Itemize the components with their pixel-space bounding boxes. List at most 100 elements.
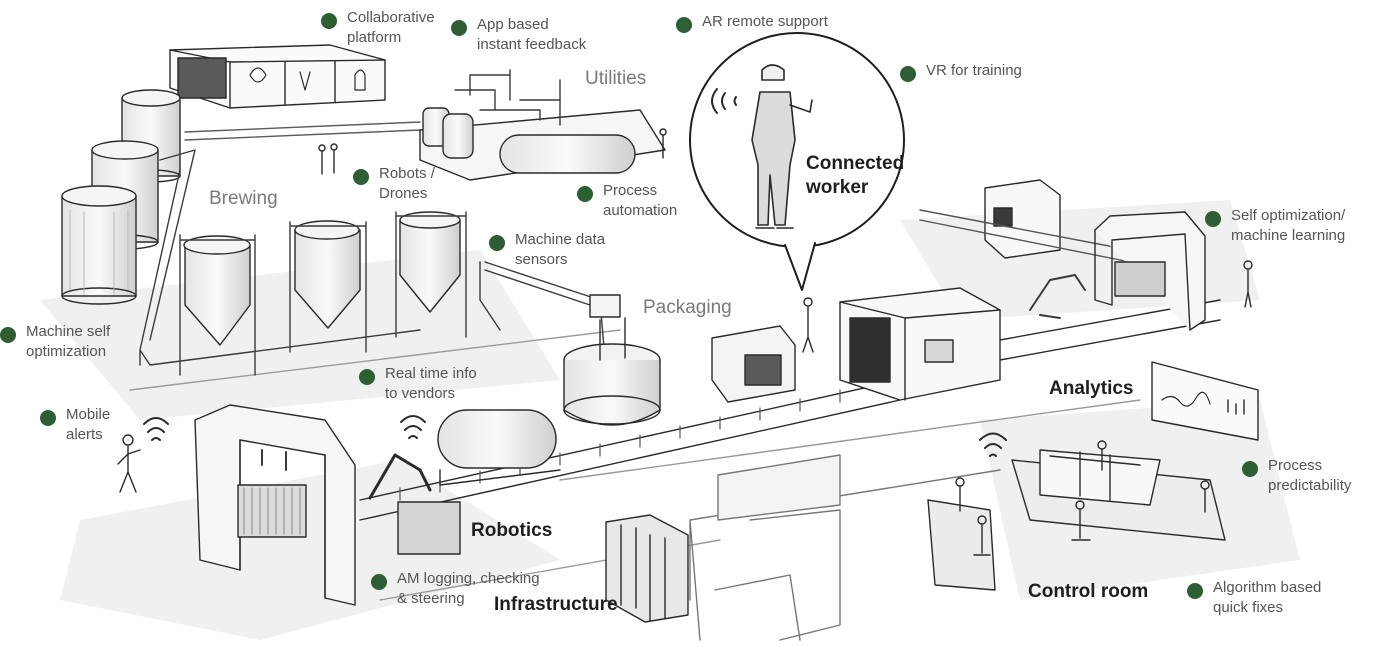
bullet-dot [1187,583,1203,599]
callout-text: Real time info to vendors [385,364,477,404]
bullet-dot [321,13,337,29]
analytics-screen [1151,361,1259,441]
wifi-icons [143,88,1007,457]
callout-machine-self-optimization: Machine self optimization [0,322,110,362]
callout-line: sensors [515,251,568,268]
callout-line: to vendors [385,385,456,402]
callout-process-predictability: Process predictability [1242,456,1351,496]
callout-line: Collaborative [347,9,435,26]
labeler-machine [711,325,796,403]
callout-line: machine learning [1231,227,1346,244]
worker-bubble [689,32,905,291]
bullet-dot [0,327,16,343]
bullet-dot [40,410,56,426]
area-label-utilities: Utilities [585,68,647,89]
callout-line: Process [603,182,658,199]
callout-line: Self optimization/ [1231,207,1346,224]
qr-machine [984,179,1061,259]
bullet-dot [900,66,916,82]
bullet-dot [1242,461,1258,477]
server-cabinets [605,514,689,623]
brew-pipe-frame [139,149,421,366]
upper-robot-arm [1029,274,1086,319]
area-label-robotics: Robotics [471,520,553,541]
bullet-dot [371,574,387,590]
callout-text: AM logging, checking & steering [397,569,540,609]
bullet-dot [1205,211,1221,227]
callout-text: VR for training [926,61,1022,81]
callout-text: Mobile alerts [66,405,110,445]
callout-line: Real time info [385,365,477,382]
callout-line: Machine data [515,231,606,248]
tunnel-machine [839,287,1001,401]
callout-line: quick fixes [1213,599,1284,616]
callout-line: instant feedback [477,36,587,53]
operator-desk [927,499,996,591]
callout-text: Process automation [603,181,677,221]
callout-line: automation [603,202,678,219]
fermentation-tanks [179,211,467,376]
callout-app-feedback: App based instant feedback [451,15,586,55]
callout-line: AR remote support [702,13,828,30]
area-label-connected-worker: Connected worker [806,152,904,200]
area-label-control-room: Control room [1028,581,1149,602]
utilities-plant [419,69,666,181]
area-label-analytics: Analytics [1049,378,1134,399]
mobile-worker [117,434,141,493]
callout-line: platform [347,29,402,46]
callout-line: predictability [1268,477,1352,494]
supply-pipe [184,121,421,141]
callout-process-automation: Process automation [577,181,677,221]
callout-line: VR for training [926,62,1022,79]
callout-line: optimization [26,343,107,360]
callout-line: Algorithm based [1213,579,1322,596]
callout-line: Robots / [379,165,435,182]
callout-text: Process predictability [1268,456,1351,496]
bullet-dot [676,17,692,33]
callout-line: alerts [66,426,103,443]
area-label-connected-worker-line-2: worker [806,177,869,198]
bullet-dot [353,169,369,185]
callout-robots-drones: Robots / Drones [353,164,435,204]
upper-arch-machine [1094,211,1206,331]
callout-line: Mobile [66,406,111,423]
callout-line: AM logging, checking [397,570,540,587]
callout-line: App based [477,16,549,33]
bullet-dot [359,369,375,385]
storage-tanks [61,89,181,305]
container-block [169,44,386,109]
area-label-connected-worker-line-1: Connected [806,153,905,174]
callout-self-optimization: Self optimization/ machine learning [1205,206,1345,246]
control-desk [1011,449,1226,541]
callout-line: & steering [397,590,465,607]
building-wall [689,454,1001,641]
callout-text: Collaborative platform [347,8,435,48]
callout-line: Machine self [26,323,111,340]
callout-text: Self optimization/ machine learning [1231,206,1345,246]
callout-mobile-alerts: Mobile alerts [40,405,110,445]
palletizer-arch [194,404,356,606]
callout-text: App based instant feedback [477,15,586,55]
callout-line: Drones [379,185,428,202]
callout-text: Machine self optimization [26,322,110,362]
callout-text: Algorithm based quick fixes [1213,578,1321,618]
callout-collaborative-platform: Collaborative platform [321,8,435,48]
bullet-dot [451,20,467,36]
area-label-brewing: Brewing [209,188,278,209]
callout-ar-support: AR remote support [676,12,828,33]
callout-text: AR remote support [702,12,828,32]
area-label-packaging: Packaging [643,297,732,318]
callout-text: Machine data sensors [515,230,605,270]
callout-am-logging: AM logging, checking & steering [371,569,540,609]
callout-algorithm-fixes: Algorithm based quick fixes [1187,578,1321,618]
callout-vr-training: VR for training [900,61,1022,82]
worker-figure [751,64,813,229]
callout-text: Robots / Drones [379,164,435,204]
callout-line: Process [1268,457,1323,474]
area-label-infrastructure: Infrastructure [494,594,618,615]
background-people [318,128,1253,556]
callout-machine-data-sensors: Machine data sensors [489,230,605,270]
robot-arm [368,453,461,555]
bullet-dot [489,235,505,251]
